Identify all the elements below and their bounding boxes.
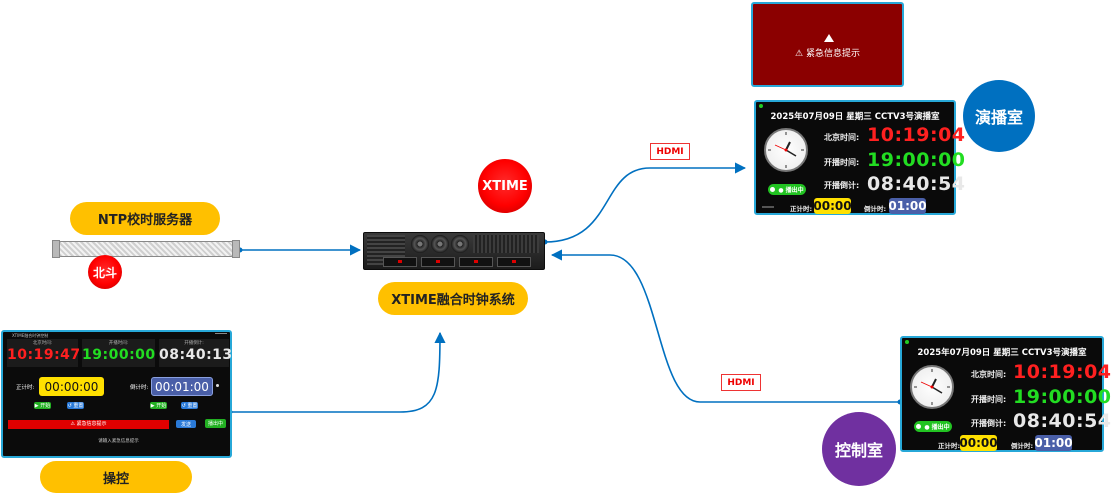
countdown2-value: 01:00 bbox=[888, 198, 927, 214]
wire-operator-to-xtime bbox=[230, 331, 446, 413]
control-room-clock-display: 2025年07月09日 星期三 CCTV3号演播室 ● 播出中 北京时间: 10… bbox=[900, 336, 1111, 452]
timer-start-button[interactable]: ▶ 开始 bbox=[34, 402, 51, 409]
countdown-start-button[interactable]: ▶ 开始 bbox=[150, 402, 167, 409]
countdown2-label: 倒计时: bbox=[1011, 442, 1034, 450]
alert-bar[interactable]: ⚠ 紧急信息提示 bbox=[8, 420, 169, 429]
beijing-time-value: 10:19:04 bbox=[867, 124, 966, 146]
start-time-label: 开播时间: bbox=[824, 158, 860, 167]
start-time-label: 开播时间: bbox=[108, 341, 129, 346]
window-status-dot bbox=[905, 340, 909, 344]
start-time-cell: 开播时间: 19:00:00 bbox=[82, 339, 155, 367]
countdown-setting-icon[interactable] bbox=[216, 384, 219, 387]
send-button[interactable]: 发送 bbox=[176, 420, 196, 428]
studio-clock-display: 2025年07月09日 星期三 CCTV3号演播室 ● 播出中 北京时间: 10… bbox=[754, 100, 965, 215]
emergency-alert-panel: ⚠ 紧急信息提示 bbox=[751, 2, 904, 87]
display-footnote bbox=[762, 206, 774, 208]
timer-label: 正计时: bbox=[790, 205, 813, 213]
onair-indicator: ● 播出中 bbox=[768, 184, 806, 195]
ntp-server-label: NTP校时服务器 bbox=[70, 202, 220, 235]
beijing-time-label: 北京时间: bbox=[32, 341, 53, 346]
countdown-cell: 开播倒计: 08:40:13 bbox=[159, 339, 233, 367]
display-header: 2025年07月09日 星期三 CCTV3号演播室 bbox=[917, 348, 1087, 358]
hdmi-label-top: HDMI bbox=[650, 143, 690, 160]
beijing-time-label: 北京时间: bbox=[971, 370, 1007, 379]
wire-control-to-xtime bbox=[550, 249, 900, 403]
analog-clock bbox=[910, 365, 954, 409]
countdown2-value: 01:00 bbox=[1034, 435, 1073, 451]
countdown-label: 开播倒计: bbox=[184, 341, 204, 346]
hdmi-label-bottom: HDMI bbox=[721, 374, 761, 391]
xtime-server-device bbox=[363, 232, 545, 270]
countdown-value: 08:40:54 bbox=[867, 173, 966, 195]
countdown-label: 开播倒计: bbox=[824, 181, 860, 190]
studio-label: 演播室 bbox=[963, 80, 1035, 152]
beijing-time-value: 10:19:04 bbox=[1013, 361, 1112, 383]
beijing-time-cell: 北京时间: 10:19:47 bbox=[7, 339, 81, 367]
start-time-label: 开播时间: bbox=[971, 395, 1007, 404]
ntp-server-device bbox=[52, 239, 240, 259]
window-controls[interactable] bbox=[215, 333, 227, 336]
countdown2-label: 倒计时: bbox=[864, 205, 887, 213]
countdown-value: 08:40:13 bbox=[159, 347, 233, 363]
countdown-input[interactable]: 00:01:00 bbox=[151, 377, 213, 396]
timer-label: 正计时: bbox=[938, 442, 961, 450]
warning-triangle-icon bbox=[824, 34, 834, 42]
countdown-label: 开播倒计: bbox=[971, 419, 1007, 428]
timer-reset-button[interactable]: ↺ 重置 bbox=[67, 402, 84, 409]
beijing-time-label: 北京时间: bbox=[824, 133, 860, 142]
beijing-time-value: 10:19:47 bbox=[7, 347, 81, 363]
timer-input[interactable]: 00:00:00 bbox=[39, 377, 104, 396]
countdown-reset-button[interactable]: ↺ 重置 bbox=[181, 402, 198, 409]
start-time-value: 19:00:00 bbox=[1013, 386, 1112, 408]
beidou-badge: 北斗 bbox=[88, 255, 122, 289]
timer-value: 00:00 bbox=[813, 198, 852, 214]
control-room-label: 控制室 bbox=[822, 412, 896, 486]
display-header: 2025年07月09日 星期三 CCTV3号演播室 bbox=[770, 112, 940, 122]
onair-button[interactable]: 播出中 bbox=[205, 419, 226, 428]
operator-label: 操控 bbox=[40, 461, 192, 493]
start-time-value: 19:00:00 bbox=[82, 347, 156, 363]
start-time-value: 19:00:00 bbox=[867, 149, 966, 171]
countdown-label: 倒计时: bbox=[130, 385, 149, 391]
countdown-value: 08:40:54 bbox=[1013, 410, 1112, 432]
wire-xtime-to-studio bbox=[544, 162, 747, 243]
xtime-badge: XTIME bbox=[478, 159, 532, 213]
window-status-dot bbox=[759, 104, 763, 108]
timer-value: 00:00 bbox=[959, 435, 998, 451]
onair-indicator: ● 播出中 bbox=[914, 421, 952, 432]
analog-clock bbox=[764, 128, 808, 172]
emergency-message-input[interactable]: 请输入紧急信息提示 bbox=[98, 439, 139, 444]
panel-title: XTIME融合时钟控制 bbox=[12, 333, 49, 338]
xtime-system-label: XTIME融合时钟系统 bbox=[378, 282, 528, 315]
timer-label: 正计时: bbox=[16, 385, 35, 391]
operator-control-panel: XTIME融合时钟控制 北京时间: 10:19:47 开播时间: 19:00:0… bbox=[1, 330, 232, 458]
alert-text: ⚠ 紧急信息提示 bbox=[795, 49, 860, 59]
